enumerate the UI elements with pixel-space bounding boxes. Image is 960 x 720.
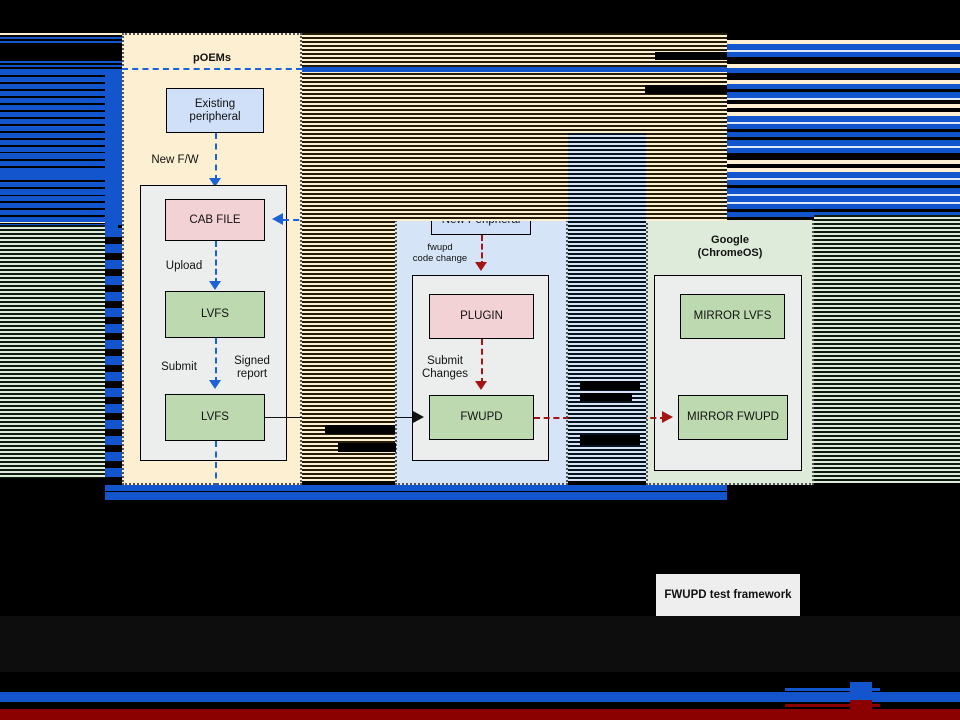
node-lvfs-upload-label: LVFS bbox=[201, 308, 229, 320]
arrow-submit-line bbox=[215, 338, 217, 383]
arrow-submit-changes-head bbox=[475, 381, 487, 390]
node-plugin-label: PLUGIN bbox=[460, 310, 503, 322]
node-existing-peripheral-label: Existing peripheral bbox=[189, 98, 240, 124]
arrow-fwupd-code-change-line bbox=[481, 235, 483, 267]
arrow-new-peripheral-to-cab-head bbox=[272, 213, 283, 225]
lane-google-title-line1: Google bbox=[711, 234, 749, 246]
node-existing-peripheral[interactable]: Existing peripheral bbox=[166, 88, 264, 133]
node-existing-peripheral-line2: peripheral bbox=[189, 110, 241, 123]
edge-label-submit: Submit bbox=[161, 361, 197, 373]
edge-label-fwupd-code-change: fwupd code change bbox=[405, 242, 475, 264]
arrow-lvfs-to-fwupd-line bbox=[265, 417, 417, 418]
arrow-upload-head bbox=[209, 281, 221, 290]
poems-divider-dashed-line bbox=[122, 68, 302, 70]
arrow-fwupd-code-change-head bbox=[475, 262, 487, 271]
arrow-submit-changes-line bbox=[481, 339, 483, 384]
edge-label-submit-changes-line2: Changes bbox=[421, 368, 469, 380]
lane-google-title-line2: (ChromeOS) bbox=[697, 247, 763, 259]
node-mirror-fwupd[interactable]: MIRROR FWUPD bbox=[678, 395, 788, 440]
node-new-peripheral[interactable]: New Peripheral bbox=[431, 205, 531, 235]
node-lvfs-submit[interactable]: LVFS bbox=[165, 394, 265, 441]
arrow-new-peripheral-to-cab-line bbox=[283, 219, 431, 221]
arrow-fwupd-to-mirror-line bbox=[534, 417, 666, 419]
node-fwupd-label: FWUPD bbox=[460, 411, 503, 423]
edge-label-new-fw: New F/W bbox=[151, 154, 199, 166]
fwupd-test-framework-box[interactable]: FWUPD test framework bbox=[656, 574, 800, 616]
fwupd-test-framework-label: FWUPD test framework bbox=[664, 589, 792, 601]
arrow-newfw-head bbox=[209, 178, 221, 187]
arrow-fwupd-to-mirror-head bbox=[662, 411, 673, 423]
lane-plugin-title-line2: Chipset Vendors bbox=[438, 165, 525, 177]
node-cab-file[interactable]: CAB FILE bbox=[165, 199, 265, 241]
edge-label-upload: Upload bbox=[165, 260, 203, 272]
arrow-submit-head bbox=[209, 380, 221, 389]
node-mirror-fwupd-label: MIRROR FWUPD bbox=[687, 411, 779, 423]
node-mirror-lvfs-label: MIRROR LVFS bbox=[693, 310, 772, 322]
lane-plugin-title-line1: Plugin Developers/ bbox=[431, 152, 532, 164]
node-mirror-lvfs[interactable]: MIRROR LVFS bbox=[680, 294, 785, 339]
poems-bottom-dashed-line bbox=[215, 441, 217, 489]
node-plugin[interactable]: PLUGIN bbox=[429, 294, 534, 339]
edge-label-submit-changes: Submit Changes bbox=[414, 355, 476, 381]
node-fwupd[interactable]: FWUPD bbox=[429, 395, 534, 440]
node-lvfs-submit-label: LVFS bbox=[201, 411, 229, 423]
lane-poems-title: pOEMs bbox=[193, 52, 231, 64]
arrow-lvfs-to-fwupd-head bbox=[413, 411, 424, 423]
lane-google-title: Google (ChromeOS) bbox=[648, 234, 812, 260]
node-lvfs-upload[interactable]: LVFS bbox=[165, 291, 265, 338]
node-new-peripheral-label: New Peripheral bbox=[441, 213, 521, 226]
edge-label-fwupd-line1: fwupd bbox=[427, 242, 453, 253]
edge-label-fwupd-line2: code change bbox=[412, 253, 468, 264]
node-existing-peripheral-line1: Existing bbox=[194, 97, 236, 110]
lane-plugin-developers-title: Plugin Developers/ Chipset Vendors bbox=[397, 152, 566, 178]
node-cab-file-label: CAB FILE bbox=[189, 213, 241, 226]
edge-label-signed-report: Signed report bbox=[224, 355, 280, 381]
edge-label-signed-report-line1: Signed bbox=[234, 355, 270, 367]
edge-label-signed-report-line2: report bbox=[236, 368, 268, 380]
edge-label-submit-changes-line1: Submit bbox=[427, 355, 463, 367]
arrow-newfw-line bbox=[215, 133, 217, 181]
arrow-upload-line bbox=[215, 241, 217, 284]
